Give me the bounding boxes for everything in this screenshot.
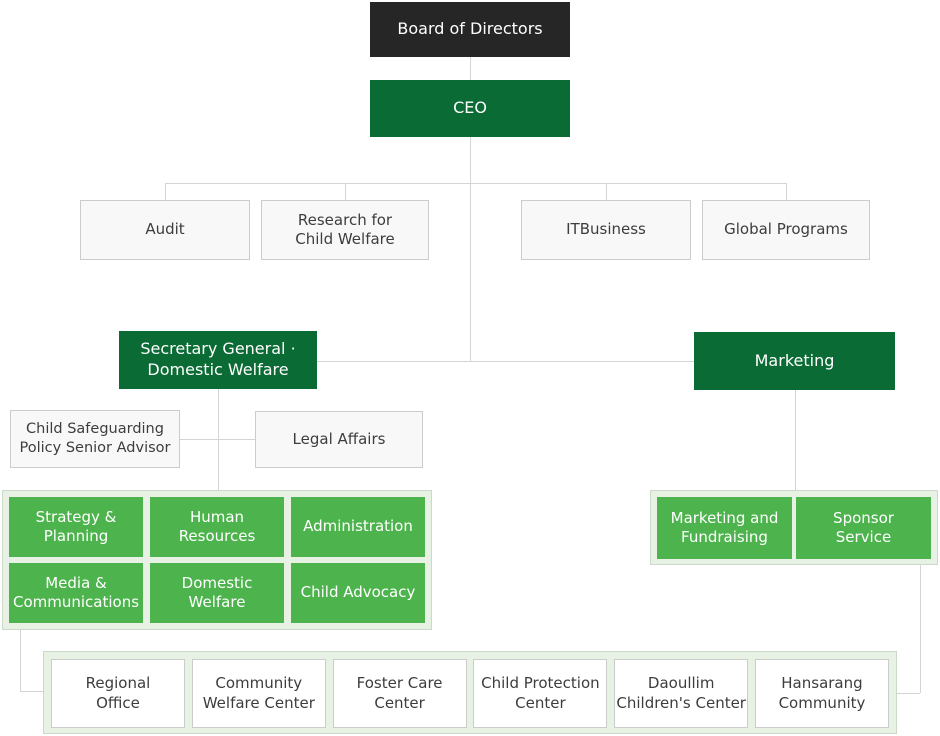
node-daoullim-childrens-center: Daoullim Children's Center: [614, 659, 749, 728]
node-sponsor-service: Sponsor Service: [796, 497, 931, 559]
connector-staff-rail: [165, 183, 786, 184]
connector-drop-audit: [165, 183, 166, 200]
node-regional-office: Regional Office: [51, 659, 185, 728]
node-label: Marketing and Fundraising: [670, 508, 779, 547]
connector-field-left-horizontal: [20, 691, 43, 692]
group-field-units: Regional Office Community Welfare Center…: [43, 651, 897, 734]
node-administration: Administration: [291, 497, 425, 557]
connector-field-left-vertical: [20, 630, 21, 691]
node-ceo: CEO: [370, 80, 570, 137]
node-label: Hansarang Community: [778, 674, 866, 712]
node-label: Sponsor Service: [833, 508, 894, 547]
connector-drop-research: [345, 183, 346, 200]
connector-exec-rail: [317, 361, 694, 362]
node-label: Administration: [303, 517, 413, 536]
connector-drop-global: [786, 183, 787, 200]
node-label: Foster Care Center: [356, 674, 443, 712]
node-global-programs: Global Programs: [702, 200, 870, 260]
node-label: Domestic Welfare: [181, 573, 253, 612]
node-legal-affairs: Legal Affairs: [255, 411, 423, 468]
node-label: Legal Affairs: [292, 429, 386, 448]
node-label: Media & Communications: [12, 573, 140, 612]
node-child-safeguarding-policy-senior-advisor: Child Safeguarding Policy Senior Advisor: [10, 410, 180, 468]
connector-field-right-vertical: [920, 565, 921, 693]
node-label: Audit: [145, 220, 185, 239]
node-label: Strategy & Planning: [35, 507, 117, 546]
node-foster-care-center: Foster Care Center: [332, 659, 467, 728]
node-domestic-welfare: Domestic Welfare: [150, 563, 284, 623]
node-marketing-and-fundraising: Marketing and Fundraising: [657, 497, 792, 559]
node-child-advocacy: Child Advocacy: [291, 563, 425, 623]
node-it-business: ITBusiness: [521, 200, 691, 260]
node-label: Secretary General · Domestic Welfare: [140, 339, 296, 379]
node-media-communications: Media & Communications: [9, 563, 143, 623]
node-marketing: Marketing: [694, 332, 895, 390]
node-label: ITBusiness: [566, 220, 646, 239]
node-human-resources: Human Resources: [150, 497, 284, 557]
node-strategy-planning: Strategy & Planning: [9, 497, 143, 557]
node-label: Child Safeguarding Policy Senior Advisor: [19, 421, 171, 456]
connector-advisors-rail: [180, 439, 255, 440]
connector-ceo-trunk: [470, 137, 471, 361]
node-secretary-general-domestic-welfare: Secretary General · Domestic Welfare: [119, 331, 317, 389]
connector-drop-itbusiness: [606, 183, 607, 200]
connector-board-ceo: [470, 57, 471, 80]
node-label: Marketing: [754, 350, 835, 370]
node-child-protection-center: Child Protection Center: [473, 659, 608, 728]
group-domestic-departments: Strategy & Planning Human Resources Admi…: [2, 490, 432, 630]
node-label: Human Resources: [178, 507, 256, 546]
node-label: Child Advocacy: [300, 583, 416, 602]
node-label: Board of Directors: [397, 19, 543, 39]
node-label: Community Welfare Center: [202, 674, 315, 712]
node-label: Regional Office: [85, 674, 151, 712]
connector-marketing-drop: [795, 390, 796, 490]
connector-field-right-horizontal: [897, 693, 920, 694]
node-hansarang-community: Hansarang Community: [754, 659, 889, 728]
node-label: Daoullim Children's Center: [616, 674, 746, 712]
node-community-welfare-center: Community Welfare Center: [191, 659, 326, 728]
node-label: Child Protection Center: [481, 674, 600, 712]
node-label: Research for Child Welfare: [295, 210, 395, 249]
node-audit: Audit: [80, 200, 250, 260]
node-label: CEO: [453, 98, 487, 118]
node-board-of-directors: Board of Directors: [370, 2, 570, 57]
node-research-for-child-welfare: Research for Child Welfare: [261, 200, 429, 260]
node-label: Global Programs: [724, 220, 848, 239]
group-marketing-departments: Marketing and Fundraising Sponsor Servic…: [650, 490, 938, 565]
